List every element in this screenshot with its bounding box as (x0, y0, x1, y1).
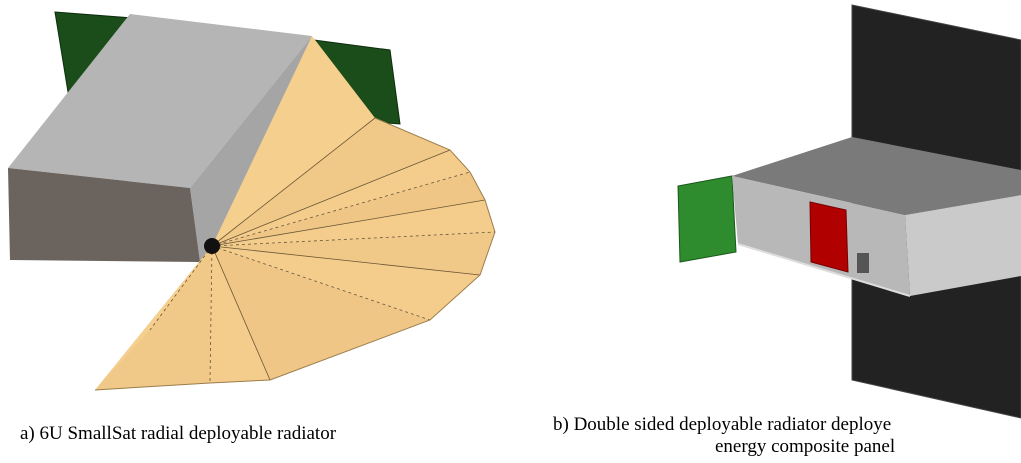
hinge-hub (204, 238, 220, 254)
double-sided-radiator-illustration (677, 4, 1021, 419)
bus-top-face (8, 14, 312, 188)
box-top (732, 137, 1021, 215)
caption-b-line2: energy composite panel (715, 436, 896, 457)
caption-a: a) 6U SmallSat radial deployable radiato… (20, 423, 337, 444)
caption-b-line1: b) Double sided deployable radiator depl… (553, 414, 892, 435)
box-side (905, 195, 1021, 296)
green-side-panel (677, 175, 737, 263)
radial-radiator-fan (94, 36, 496, 391)
gray-port (857, 253, 869, 273)
bus-front-face (8, 168, 200, 262)
red-door (809, 201, 849, 273)
